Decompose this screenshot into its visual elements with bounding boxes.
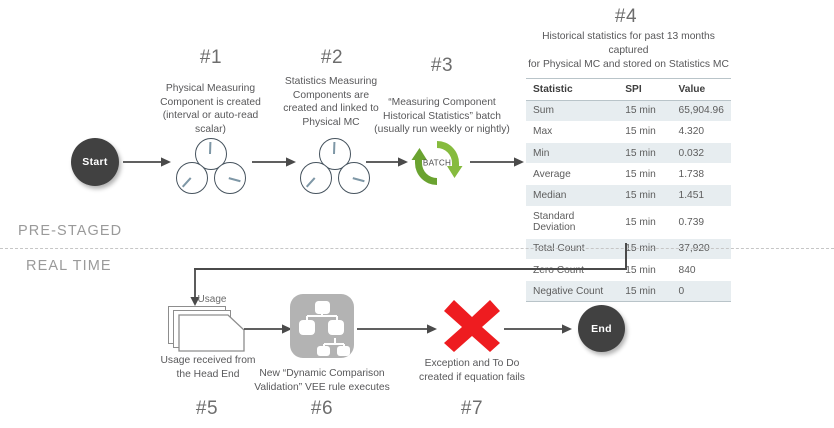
cell-value: 1.451 [671,184,731,207]
table-header-row: Statistic SPI Value [526,77,731,101]
connector-step2-to-step3 [366,157,408,167]
step-caption-5: Usage received from the Head End [160,355,256,380]
connector-down-to-step5 [190,268,200,306]
step-number-6: #6 [310,398,334,419]
cell-value: 1.738 [671,163,731,186]
column-header-spi: SPI [618,77,672,101]
cell-statistic: Min [526,142,619,165]
cell-value: 0.739 [671,206,731,239]
cell-value: 0.032 [671,142,731,165]
cell-statistic: Median [526,184,619,207]
meter-cluster-icon-1 [173,138,249,194]
cell-spi: 15 min [618,206,672,239]
cell-value: 65,904.96 [671,100,731,122]
step-caption-7: Exception and To Do created if equation … [419,358,525,383]
step-number-4: #4 [614,6,638,27]
cell-value: 0 [671,280,731,303]
step-caption-2: Statistics Measuring Components are crea… [283,76,379,128]
band-label-realtime: REAL TIME [26,258,112,274]
cell-statistic: Max [526,121,619,144]
cell-statistic: Sum [526,100,619,122]
connector-step1-to-step2 [252,157,296,167]
batch-recycle-icon[interactable]: BATCH [409,135,465,191]
cell-spi: 15 min [618,142,672,165]
cell-spi: 15 min [618,184,672,207]
connector-table-down-segment [625,243,627,270]
step-caption-1: Physical Measuring Component is created … [160,83,261,135]
column-header-value: Value [671,77,731,101]
end-node[interactable]: End [578,305,625,352]
table-title-line-1: Historical statistics for past 13 months… [542,31,715,56]
usage-label: Usage [197,294,227,305]
red-x-icon[interactable] [444,300,500,352]
cell-spi: 15 min [618,100,672,122]
cell-statistic: Zero Count [526,259,619,282]
step-number-2: #2 [320,47,344,68]
document-front [178,314,245,352]
gauge-icon-right [338,162,370,194]
end-node-label: End [591,322,612,335]
step-caption-6: New “Dynamic Comparison Validation” VEE … [254,368,390,393]
connector-step3-to-step4 [470,157,524,167]
error-cross-icon [444,300,500,352]
cell-spi: 15 min [618,259,672,282]
node-tree-icon [299,301,350,356]
meter-cluster-icon-2 [297,138,373,194]
connector-step7-to-end [504,324,572,334]
cell-spi: 15 min [618,121,672,144]
cell-spi: 15 min [618,163,672,186]
document-stack-icon[interactable]: Usage [168,294,248,352]
gauge-icon-left [176,162,208,194]
statistics-table-block: Historical statistics for past 13 months… [526,30,731,303]
vee-rule-icon[interactable] [290,294,354,358]
gauge-icon-left [300,162,332,194]
band-divider [0,248,834,249]
band-label-prestaged: PRE-STAGED [18,223,123,239]
table-title-line-2: for Physical MC and stored on Statistics… [528,58,729,70]
step-number-7: #7 [460,398,484,419]
step-number-3: #3 [430,55,454,76]
connector-horizontal-segment [194,268,627,270]
cell-statistic: Negative Count [526,280,619,303]
cell-spi: 15 min [618,280,672,303]
cell-statistic: Standard Deviation [526,206,619,239]
start-node-label: Start [82,156,108,168]
cell-statistic: Average [526,163,619,186]
step-number-5: #5 [195,398,219,419]
cell-value: 4.320 [671,121,731,144]
batch-label: BATCH [422,158,452,168]
connector-start-to-step1 [123,157,171,167]
recycle-arrows-icon [411,141,463,185]
start-node[interactable]: Start [71,138,119,186]
gauge-icon-right [214,162,246,194]
step-caption-3: “Measuring Component Historical Statisti… [374,97,510,136]
step-number-1: #1 [199,47,223,68]
connector-step6-to-step7 [357,324,437,334]
connector-step5-to-step6 [244,324,292,334]
cell-value: 840 [671,259,731,282]
column-header-statistic: Statistic [526,77,619,101]
